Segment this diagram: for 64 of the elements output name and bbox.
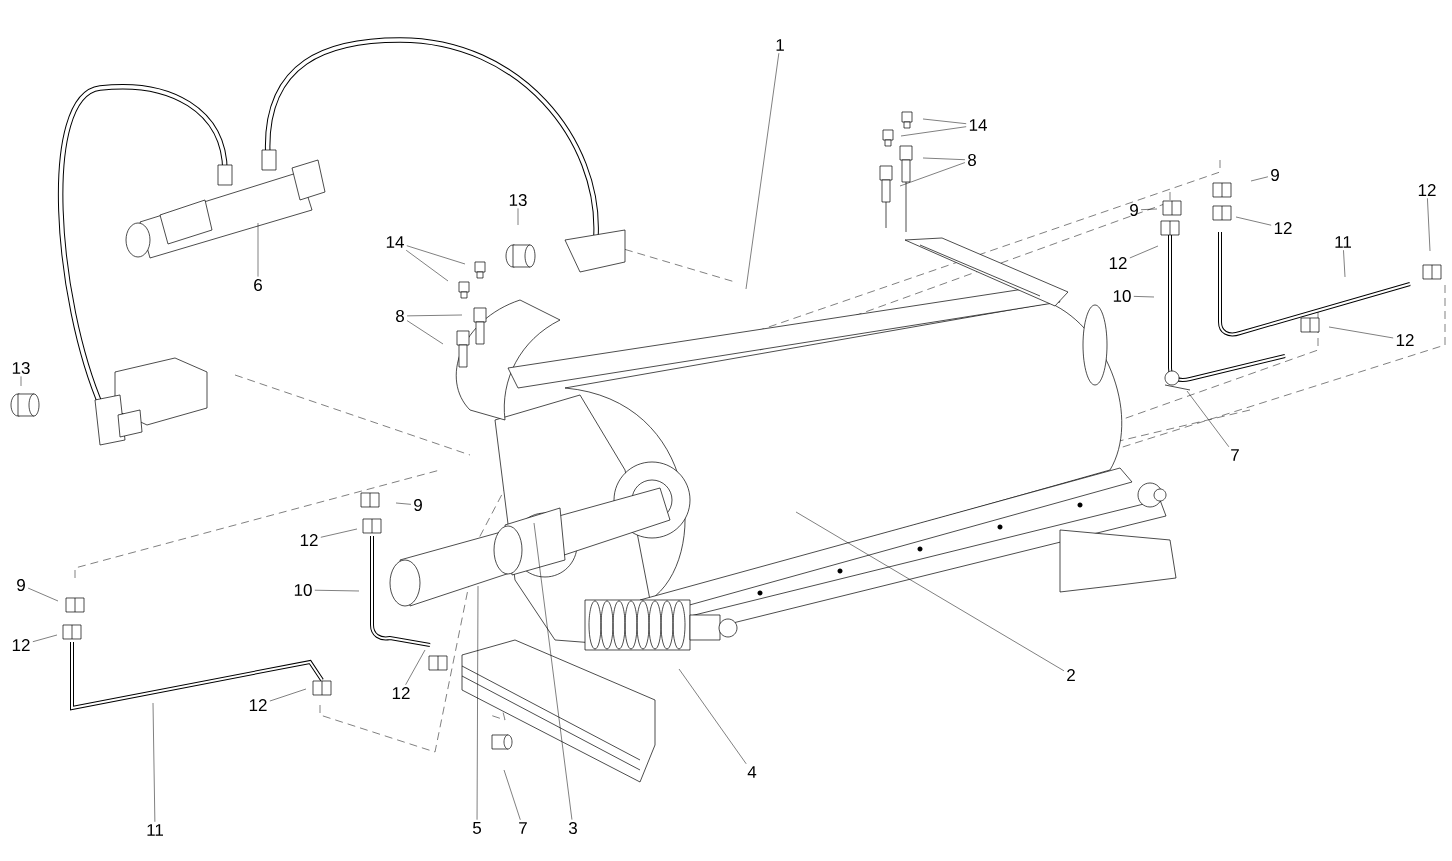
callout-number: 13 (509, 194, 527, 206)
callout-number: 12 (1418, 184, 1436, 196)
leader-line (1133, 296, 1155, 298)
leader-line (27, 587, 59, 602)
callout-number: 9 (17, 579, 25, 591)
leader-line (269, 688, 307, 702)
callout-number: 7 (519, 822, 527, 834)
leader-line (922, 157, 966, 160)
leader-line (533, 522, 573, 820)
callout-number: 8 (396, 310, 404, 322)
callout-number: 9 (1271, 169, 1279, 181)
leader-line (678, 668, 747, 765)
leader-line (1186, 390, 1230, 448)
callout-number: 9 (414, 499, 422, 511)
callout-number: 10 (294, 584, 312, 596)
callout-number: 2 (1067, 669, 1075, 681)
callout-number: 14 (386, 236, 404, 248)
callout-number: 6 (254, 279, 262, 291)
leader-line (32, 634, 58, 642)
leader-line (1140, 208, 1158, 210)
leader-line (20, 376, 22, 387)
callout-number: 14 (969, 119, 987, 131)
leader-line (795, 511, 1065, 672)
callout-number: 12 (300, 534, 318, 546)
leader-line (1328, 326, 1394, 339)
leader-line (1235, 216, 1272, 226)
callout-number: 10 (1113, 290, 1131, 302)
leader-line (1343, 249, 1346, 278)
callout-number: 5 (472, 822, 481, 834)
callout-number: 9 (1130, 204, 1138, 216)
leader-line (152, 702, 156, 823)
callout-number: 12 (1109, 257, 1127, 269)
leader-line (406, 320, 444, 345)
callout-number: 13 (12, 362, 30, 374)
callout-number: 3 (568, 822, 577, 834)
leader-line (406, 314, 463, 317)
leader-line (517, 208, 519, 226)
leader-line (1427, 198, 1431, 252)
leader-line (900, 126, 967, 137)
leader-line (922, 118, 967, 124)
leader-line (314, 589, 360, 592)
leader-line (320, 528, 358, 538)
callout-number: 4 (747, 766, 757, 778)
callout-number: 12 (249, 699, 267, 711)
callout-number: 12 (12, 639, 30, 651)
leader-line (745, 52, 780, 290)
leader-line (503, 769, 521, 821)
callout-number: 12 (392, 687, 410, 699)
leader-line (476, 585, 479, 820)
leader-line (405, 649, 426, 685)
callout-number: 12 (1396, 334, 1414, 346)
leader-line (406, 245, 466, 265)
callout-number: 8 (968, 154, 976, 166)
leader-line (395, 502, 412, 505)
callout-number: 1 (776, 39, 784, 51)
callout-number: 7 (1231, 449, 1239, 461)
leader-line (405, 249, 449, 282)
callout-number: 12 (1274, 222, 1292, 234)
callout-number: 11 (1335, 236, 1351, 248)
leader-line (1250, 176, 1269, 182)
leader-line (1129, 245, 1159, 259)
callout-number: 11 (147, 824, 163, 836)
leader-line (257, 222, 259, 277)
leader-line (899, 162, 966, 187)
